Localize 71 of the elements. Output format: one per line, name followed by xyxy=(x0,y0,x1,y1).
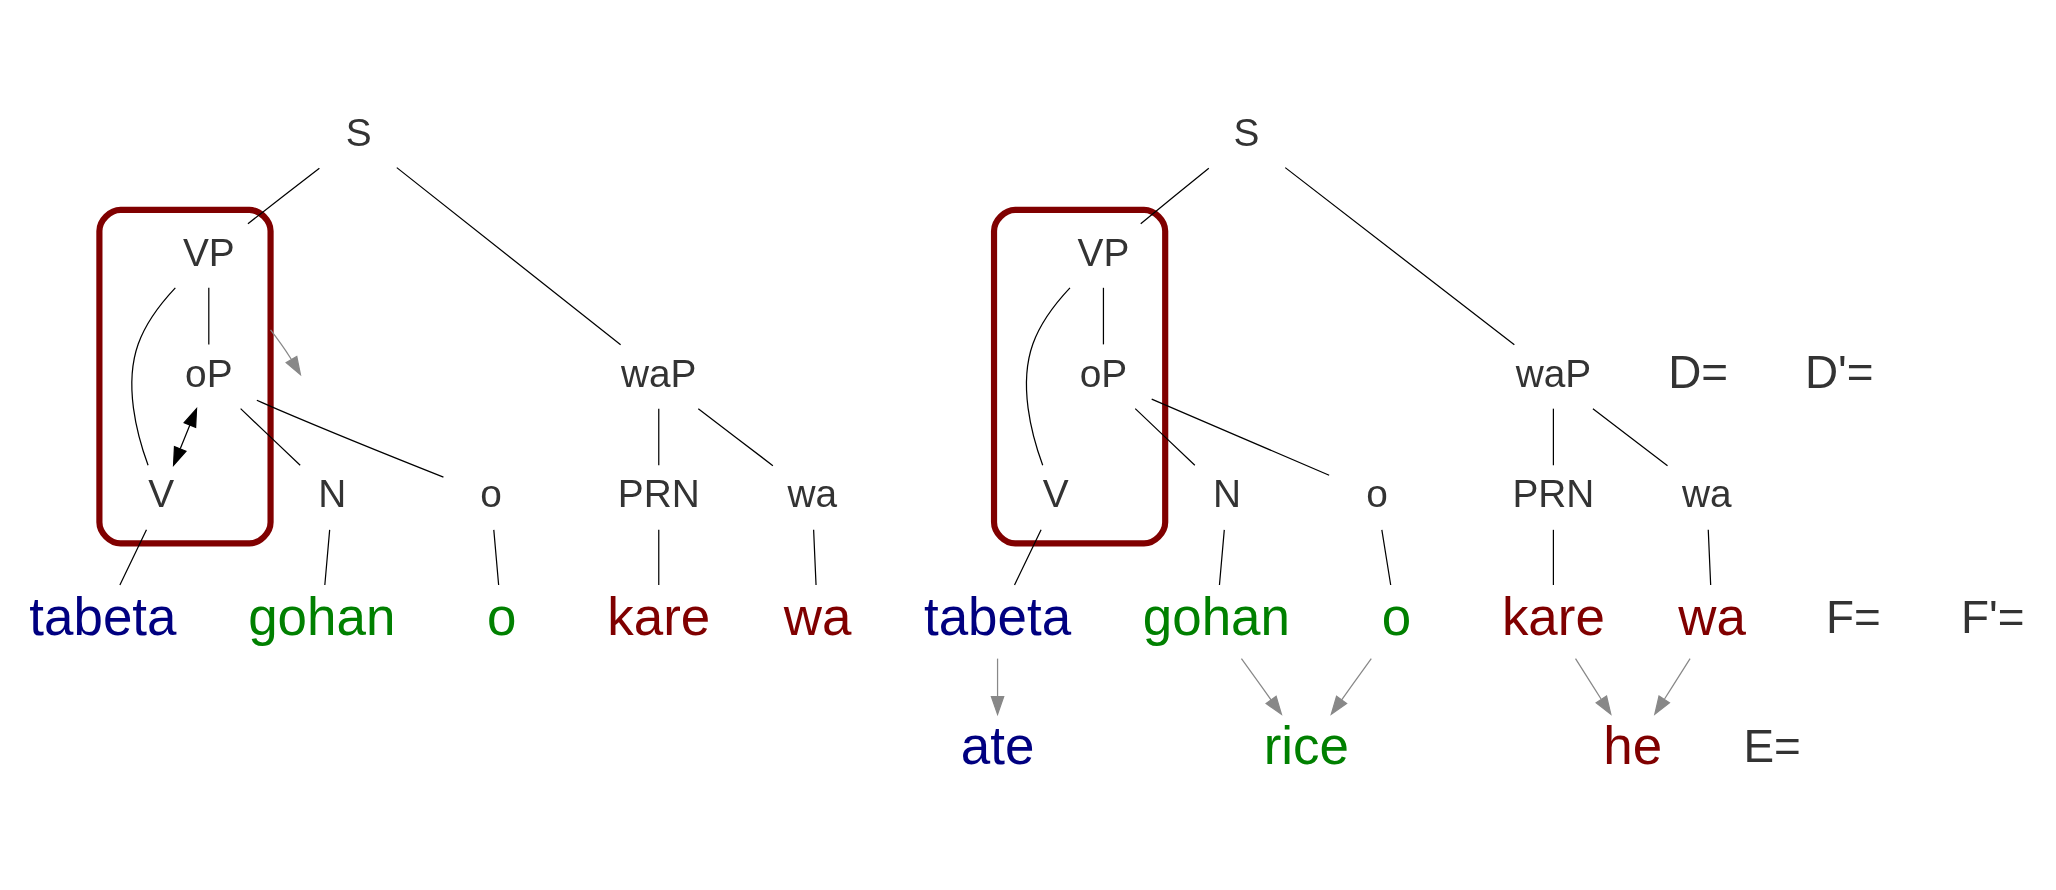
connector xyxy=(1218,528,1225,586)
node-text: rice xyxy=(1263,715,1349,775)
node-text: o xyxy=(487,586,517,646)
connector xyxy=(396,166,622,345)
node-text: V xyxy=(148,471,175,515)
node-text: kare xyxy=(607,586,711,646)
node-text: S xyxy=(1233,110,1260,154)
node-text: he xyxy=(1603,715,1663,775)
arrow xyxy=(990,657,1005,716)
connector xyxy=(658,528,660,586)
connector xyxy=(256,399,445,478)
node-text: N xyxy=(318,471,347,515)
arrow xyxy=(172,406,198,467)
node-text: gohan xyxy=(248,586,396,646)
node-text: waP xyxy=(1515,351,1592,395)
label: F'= xyxy=(1960,590,2025,643)
node-text: V xyxy=(1042,471,1069,515)
cluster xyxy=(96,206,274,546)
connector xyxy=(119,528,148,586)
node-text: wa xyxy=(783,586,852,646)
connector xyxy=(1592,407,1669,466)
node-text: o xyxy=(480,471,502,515)
connector xyxy=(208,286,210,345)
connector xyxy=(1707,528,1712,586)
node-text: N xyxy=(1212,471,1241,515)
connector xyxy=(1151,398,1330,476)
connector xyxy=(247,167,320,224)
node-text: VP xyxy=(182,230,235,274)
arrow xyxy=(1330,657,1372,716)
connector xyxy=(1102,286,1105,345)
arrow xyxy=(1240,657,1283,716)
connector xyxy=(1552,528,1554,586)
node-text: ate xyxy=(960,715,1035,775)
connector xyxy=(1381,528,1392,586)
connector xyxy=(1552,407,1554,466)
node-text: wa xyxy=(787,471,838,515)
connector xyxy=(697,407,774,466)
connector xyxy=(131,286,176,466)
connector xyxy=(1013,528,1042,586)
node-text: tabeta xyxy=(29,586,177,646)
node-text: tabeta xyxy=(923,586,1072,646)
node-text: kare xyxy=(1501,586,1605,646)
node-text: o xyxy=(1381,586,1412,646)
node-text: wa xyxy=(1682,471,1732,515)
connector xyxy=(813,528,817,586)
connector xyxy=(658,407,660,466)
node-text: oP xyxy=(1079,351,1128,395)
node-text: o xyxy=(1366,471,1388,515)
connector xyxy=(493,528,500,586)
label: D= xyxy=(1668,345,1729,398)
node-text: VP xyxy=(1077,230,1130,274)
node-text: oP xyxy=(185,351,233,395)
label: F= xyxy=(1825,590,1881,643)
node-text: S xyxy=(345,110,372,154)
node-text: PRN xyxy=(617,471,700,515)
connector xyxy=(1134,407,1196,466)
cluster xyxy=(990,206,1169,546)
connector xyxy=(1284,166,1515,345)
node-text: wa xyxy=(1678,586,1747,646)
node-text: gohan xyxy=(1142,586,1290,646)
label: E= xyxy=(1743,719,1801,772)
node-text: PRN xyxy=(1512,471,1595,515)
arrow xyxy=(1653,657,1691,716)
label: D'= xyxy=(1804,345,1874,398)
arrow xyxy=(1574,657,1612,716)
node-text: waP xyxy=(621,351,697,395)
arrow xyxy=(269,328,302,376)
connector xyxy=(240,407,301,466)
connector xyxy=(1025,286,1071,466)
connector xyxy=(1140,167,1210,224)
connector xyxy=(324,528,331,586)
